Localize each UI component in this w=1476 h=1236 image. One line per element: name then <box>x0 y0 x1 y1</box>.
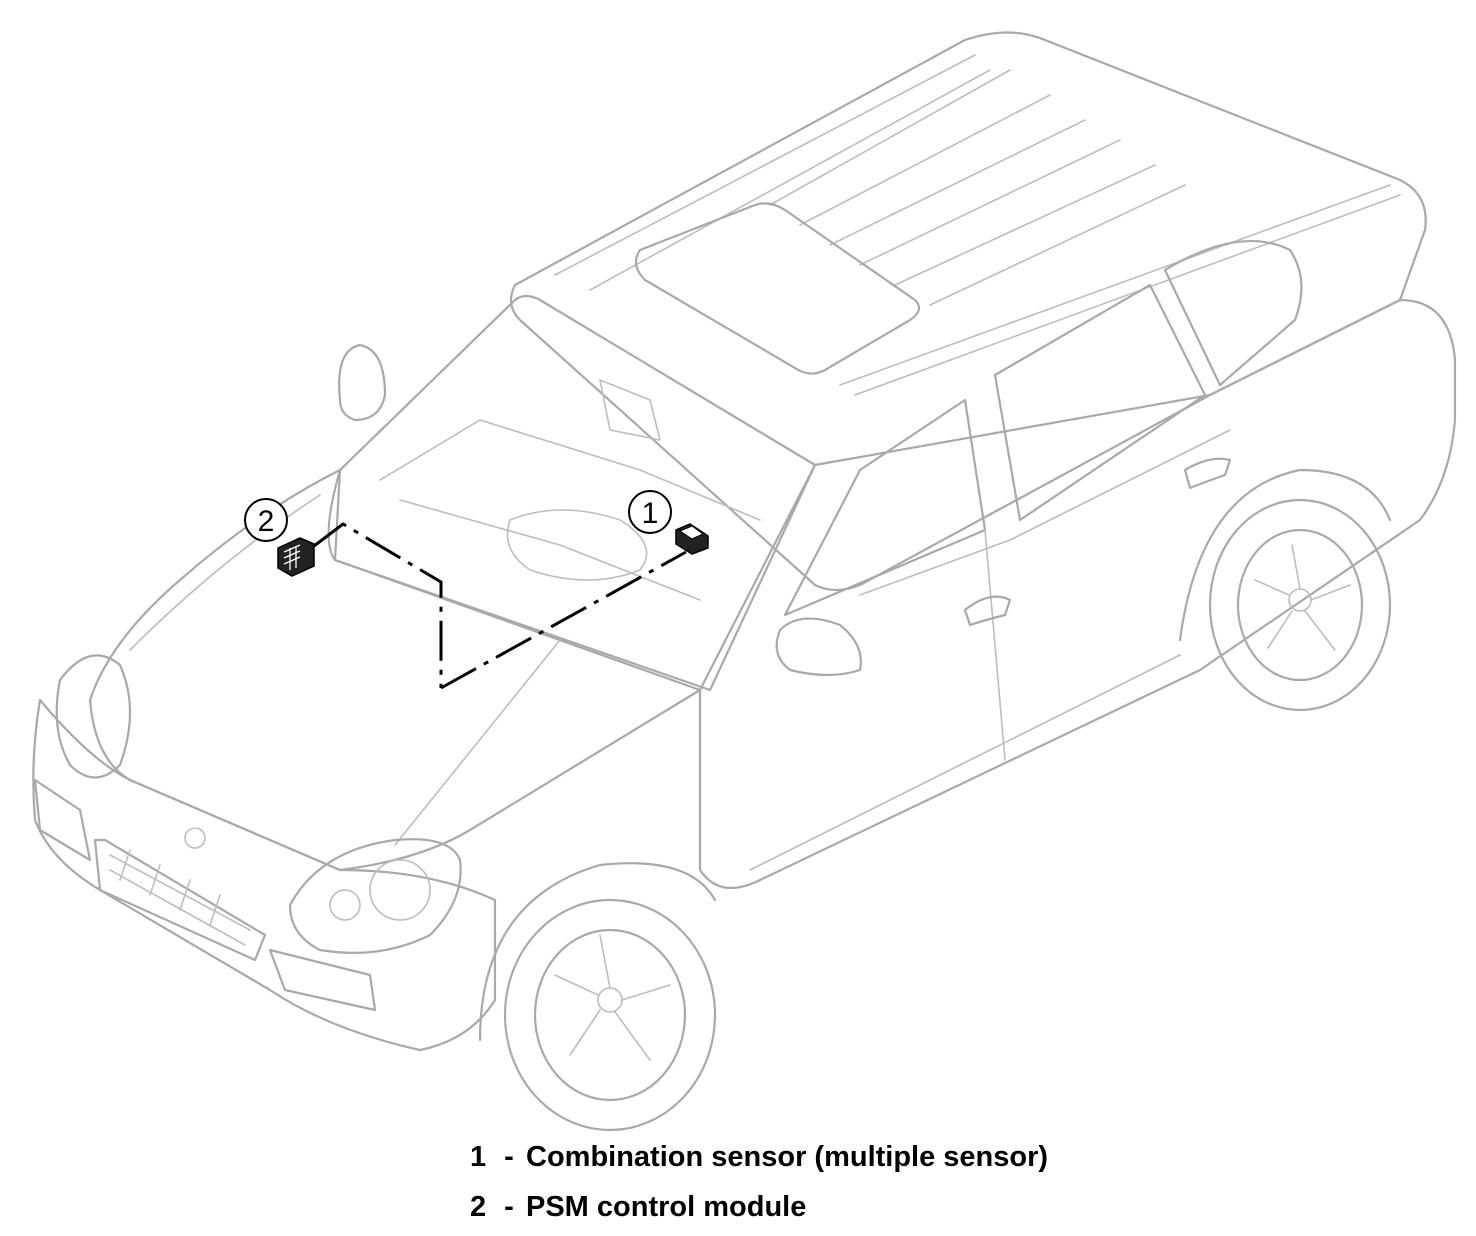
hood <box>88 468 702 872</box>
vehicle-illustration <box>32 31 1457 1132</box>
door-seams <box>749 429 1231 871</box>
legend-item-1: 1-Combination sensor (multiple sensor) <box>470 1132 1048 1182</box>
callout-2: 2 <box>244 498 288 542</box>
roof-outline <box>509 31 1427 592</box>
roof-rails <box>554 54 1401 396</box>
legend-item-1-label: Combination sensor (multiple sensor) <box>526 1141 1049 1173</box>
rear-wheel <box>1208 498 1392 712</box>
side-mirror-left <box>338 343 387 422</box>
front-door-handle <box>963 595 1012 627</box>
callout-1: 1 <box>628 490 672 534</box>
rear-wheel-arch <box>1178 468 1392 642</box>
fog-light-left <box>33 778 92 862</box>
side-body <box>698 298 1457 890</box>
wire-junction-to-sensor <box>440 550 687 690</box>
legend-item-2-separator: - <box>504 1191 514 1223</box>
side-mirror-right <box>775 617 862 677</box>
wire-module-to-junction <box>313 522 443 688</box>
sunroof <box>634 202 921 375</box>
front-door-window <box>783 398 987 617</box>
hood-crease <box>129 494 561 846</box>
combination-sensor[interactable] <box>675 523 709 555</box>
right-headlight <box>288 838 462 954</box>
rear-door-handle <box>1183 457 1232 490</box>
legend-item-2-label: PSM control module <box>526 1191 807 1223</box>
callout-2-number: 2 <box>258 505 275 538</box>
headlight-lens-small <box>329 889 361 921</box>
front-wheel <box>503 898 717 1132</box>
fog-light-right <box>268 948 377 1012</box>
windshield <box>327 294 817 692</box>
rear-door-window <box>993 283 1207 522</box>
left-headlight <box>55 654 132 779</box>
grille-mesh <box>109 849 251 946</box>
front-bumper <box>32 698 497 1052</box>
interior-dash <box>379 379 761 601</box>
front-grille <box>93 838 267 962</box>
rear-quarter-window <box>1163 240 1303 387</box>
legend-item-1-separator: - <box>504 1141 514 1173</box>
parts-legend: 1-Combination sensor (multiple sensor) 2… <box>470 1132 1048 1232</box>
headlight-lens <box>369 859 431 921</box>
hood-crest <box>184 827 206 849</box>
legend-item-2-number: 2 <box>470 1191 487 1223</box>
legend-item-1-number: 1 <box>470 1141 487 1173</box>
front-wheel-arch <box>478 862 717 1042</box>
callout-1-number: 1 <box>642 497 659 530</box>
psm-control-module[interactable] <box>277 537 315 577</box>
legend-item-2: 2-PSM control module <box>470 1182 1048 1232</box>
roof-ribs <box>769 69 1186 306</box>
